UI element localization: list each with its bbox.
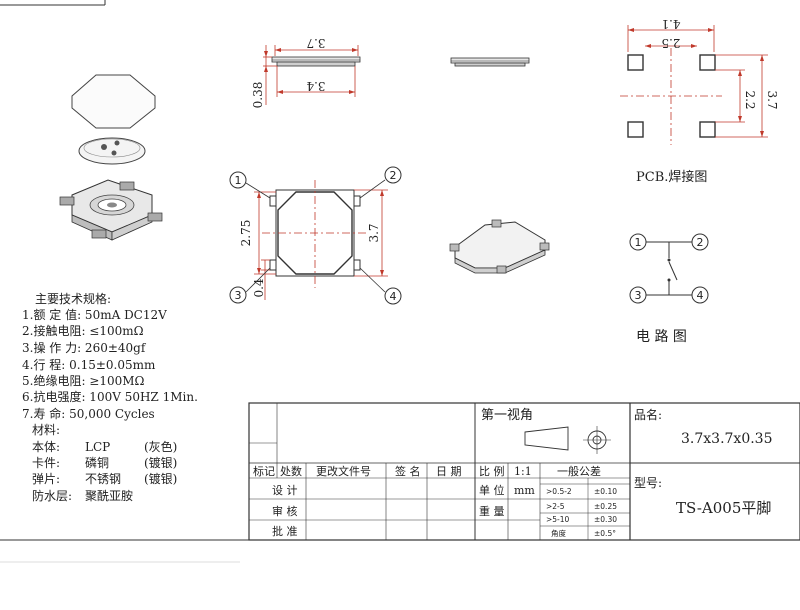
dim-top-width: 3.7 [306,36,325,50]
material-name: 磷铜 [85,455,109,470]
dim-front-width: 3.7 [367,223,381,242]
dim-pcb-h-inner: 2.2 [743,90,757,109]
circuit-diagram: 1 2 3 4 电 路 图 [629,233,709,345]
sign-row-label: 审 核 [272,504,298,518]
model-value: TS-A005平脚 [676,499,771,517]
dim-top-height: 0.38 [251,82,265,109]
pcb-pad-1 [627,54,644,71]
tolerance-range: >0.5-2 [546,487,572,496]
waterproof-film [71,74,156,129]
circuit-pin-4: 4 [697,289,704,302]
pcb-layout: 4.1 2.5 2.2 3.7 PCB.焊接图 [620,17,779,185]
pin-label-2: 2 [390,169,397,182]
dome-spring [78,137,146,165]
material-note: (镀银) [144,472,177,486]
product-name-value: 3.7x3.7x0.35 [681,431,773,447]
spec-item: 7.寿 命: 50,000 Cycles [22,406,155,421]
scale-label: 比 例 [479,464,505,478]
dim-pcb-h-outer: 3.7 [765,90,779,109]
projection-symbol-cone [524,426,569,451]
pcb-pad-2 [699,54,716,71]
view-angle-label: 第一视角 [481,408,533,423]
spec-item: 2.接触电阻: ≤100mΩ [22,323,144,338]
material-name: 不锈钢 [85,472,121,486]
spec-list: 主要技术规格: 1.额 定 值: 50mA DC12V 2.接触电阻: ≤100… [22,291,198,421]
materials-list: 材料: 本体: LCP (灰色) 卡件: 磷铜 (镀银) 弹片: 不锈钢 (镀银… [32,423,177,503]
dim-pcb-outer: 4.1 [661,17,680,31]
model-label: 型号: [634,476,662,490]
pcb-pad-3 [627,121,644,138]
header-col: 标记 [253,464,275,478]
pin-label-3: 3 [235,289,242,302]
weight-label: 重 量 [479,504,505,518]
tolerance-range: >5-10 [546,515,570,524]
tolerance-range: >2-5 [546,502,565,511]
material-part: 防水层: [32,488,72,503]
tolerance-value: ±0.10 [594,487,617,496]
side-view: 3.7 0.38 3.4 [251,36,361,109]
dim-top-inner-width: 3.4 [306,79,325,93]
sign-row-label: 批 准 [272,524,298,538]
pin-label-1: 1 [235,174,242,187]
scale-value: 1:1 [514,465,532,478]
tolerance-title: 一般公差 [557,464,601,478]
spec-item: 6.抗电强度: 100V 50HZ 1Min. [22,389,198,404]
circuit-label: 电 路 图 [636,329,687,345]
front-view: 2.75 3.7 0.4 1 2 3 4 [229,166,402,305]
material-part: 卡件: [32,456,60,470]
spec-item: 5.绝缘电阻: ≥100MΩ [22,373,145,388]
material-note: (镀银) [144,456,177,470]
material-part: 本体: [32,440,60,454]
pin-label-4: 4 [390,290,397,303]
material-part: 弹片: [32,472,60,486]
header-col: 签 名 [395,464,421,478]
header-col: 处数 [280,465,302,478]
sign-row-label: 设 计 [272,484,298,497]
circuit-pin-3: 3 [635,289,642,302]
product-name-label: 品名: [634,407,662,422]
header-col: 更改文件号 [316,464,371,478]
unit-label: 单 位 [479,483,505,497]
circuit-pin-1: 1 [635,236,642,249]
tolerance-range: 角度 [551,528,566,538]
profile-view [450,57,530,67]
switch-base [59,179,163,241]
exploded-view [59,74,163,241]
title-block-text: 第一视角 标记 处数 更改文件号 签 名 日 期 设 计 审 核 批 准 比 例… [253,407,773,538]
dim-front-height: 2.75 [239,220,253,247]
materials-title: 材料: [32,423,60,437]
dim-pcb-inner: 2.5 [661,36,680,50]
tolerance-value: ±0.5° [594,529,616,538]
assembled-view [449,219,550,274]
spec-item: 3.操 作 力: 260±40gf [22,340,147,355]
material-note: (灰色) [144,440,177,454]
spec-title: 主要技术规格: [35,291,111,306]
title-block [0,402,800,563]
dim-bottom-lead: 0.4 [252,278,266,297]
circuit-pin-2: 2 [697,236,704,249]
pcb-label: PCB.焊接图 [636,169,707,185]
unit-value: mm [514,484,535,497]
material-name: LCP [85,440,110,454]
material-name: 聚酰亚胺 [85,489,133,503]
spec-item: 4.行 程: 0.15±0.05mm [22,357,156,372]
tolerance-value: ±0.25 [594,502,617,511]
pcb-pad-4 [699,121,716,138]
header-col: 日 期 [436,465,462,478]
tolerance-value: ±0.30 [594,515,617,524]
spec-item: 1.额 定 值: 50mA DC12V [22,307,167,322]
